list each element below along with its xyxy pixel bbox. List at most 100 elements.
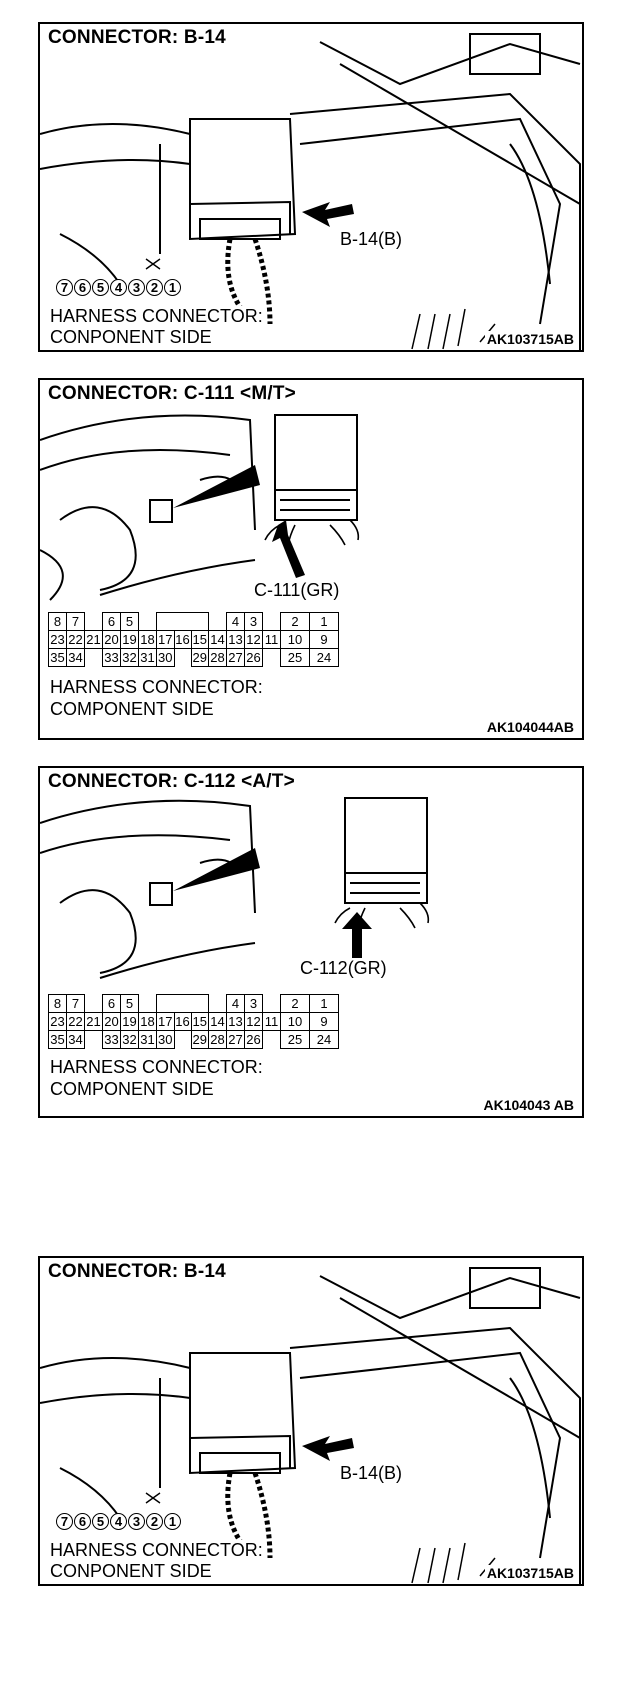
connector-callout-label: C-112(GR) [298,958,389,979]
pin: 13 [226,630,245,649]
pin: 18 [138,1012,157,1031]
pin: 7 [56,279,73,296]
pin: 1 [309,994,339,1013]
caption-line-2: CONPONENT SIDE [50,1561,212,1582]
pin: 24 [309,1030,339,1049]
connector-panel-b14-top: CONNECTOR: B-14 B-14(B) 7 6 5 4 3 2 1 HA… [38,22,584,352]
pin: 16 [173,630,192,649]
pin: 11 [262,630,281,649]
pin: 6 [102,994,121,1013]
arrow-icon [342,912,372,959]
pin: 30 [156,648,175,667]
pin: 3 [244,994,263,1013]
pin: 11 [262,1012,281,1031]
pin: 31 [138,1030,157,1049]
pin: 32 [120,1030,139,1049]
pin: 24 [309,648,339,667]
pin: 33 [102,1030,121,1049]
pin: 8 [48,612,67,631]
pin: 35 [48,648,67,667]
pin: 6 [74,1513,91,1530]
connector-title: CONNECTOR: B-14 [48,27,230,49]
pin: 12 [244,630,263,649]
pin: 5 [92,279,109,296]
pin: 34 [66,1030,85,1049]
pin: 18 [138,630,157,649]
connector-panel-c112: CONNECTOR: C-112 <A/T> C-112(GR) 8 7 6 5… [38,766,584,1118]
pin: 19 [120,630,139,649]
pin: 27 [226,648,245,667]
pin: 12 [244,1012,263,1031]
pin: 7 [56,1513,73,1530]
caption-line-1: HARNESS CONNECTOR: [50,1540,263,1561]
arrow-icon [272,520,305,578]
connector-callout-label: B-14(B) [338,1463,405,1484]
pin: 3 [244,612,263,631]
pin: 35 [48,1030,67,1049]
pin: 17 [156,1012,175,1031]
pin: 8 [48,994,67,1013]
pin: 14 [208,630,227,649]
pin-layout: 7 6 5 4 3 2 1 [56,279,182,296]
caption-line-1: HARNESS CONNECTOR: [50,306,263,327]
pin: 1 [164,1513,181,1530]
pin: 5 [120,994,139,1013]
pin: 9 [309,1012,339,1031]
pin: 30 [156,1030,175,1049]
pin: 4 [226,612,245,631]
caption-line-2: COMPONENT SIDE [50,699,214,720]
pin: 28 [208,648,227,667]
arrow-icon [302,1436,354,1461]
connector-title: CONNECTOR: C-111 <M/T> [48,383,300,405]
pin: 5 [92,1513,109,1530]
pin: 3 [128,279,145,296]
pin: 14 [208,1012,227,1031]
image-code: AK103715AB [484,331,574,347]
pin: 20 [102,1012,121,1031]
caption-line-1: HARNESS CONNECTOR: [50,677,263,698]
pin: 19 [120,1012,139,1031]
arrow-icon [302,202,354,227]
caption-line-2: CONPONENT SIDE [50,327,212,348]
dashboard-illustration [40,414,360,601]
pin: 17 [156,630,175,649]
pin: 31 [138,648,157,667]
connector-title: CONNECTOR: B-14 [48,1261,230,1283]
pin: 25 [280,648,310,667]
pin: 34 [66,648,85,667]
image-code: AK104043 AB [481,1097,574,1113]
engine-bay-illustration [40,1267,581,1584]
connector-panel-b14-bottom: CONNECTOR: B-14 B-14(B) 7 6 5 4 3 2 1 HA… [38,1256,584,1586]
pin: 21 [84,1012,103,1031]
pin-layout: 8 7 6 5 4 3 2 1 23 22 21 20 19 18 17 16 … [48,612,339,667]
pin: 33 [102,648,121,667]
engine-bay-illustration [40,33,581,350]
pin: 32 [120,648,139,667]
pin: 16 [173,1012,192,1031]
pin: 22 [66,1012,85,1031]
connector-title: CONNECTOR: C-112 <A/T> [48,771,299,793]
pin: 4 [226,994,245,1013]
pin: 2 [146,279,163,296]
pin: 6 [102,612,121,631]
pin: 13 [226,1012,245,1031]
image-code: AK103715AB [484,1565,574,1581]
pin: 7 [66,612,85,631]
pin: 6 [74,279,91,296]
pin: 2 [146,1513,163,1530]
pin-layout: 8 7 6 5 4 3 2 1 23 22 21 20 19 18 17 16 … [48,994,339,1049]
pin: 1 [164,279,181,296]
pin: 20 [102,630,121,649]
pin: 23 [48,1012,67,1031]
pin: 21 [84,630,103,649]
pin: 7 [66,994,85,1013]
pin: 5 [120,612,139,631]
caption-line-2: COMPONENT SIDE [50,1079,214,1100]
pin: 2 [280,994,310,1013]
pin: 25 [280,1030,310,1049]
connector-panel-c111: CONNECTOR: C-111 <M/T> C-111(GR) 8 7 6 5… [38,378,584,740]
connector-callout-label: C-111(GR) [252,580,342,601]
pin: 27 [226,1030,245,1049]
dashboard-illustration [40,797,430,979]
pin: 22 [66,630,85,649]
